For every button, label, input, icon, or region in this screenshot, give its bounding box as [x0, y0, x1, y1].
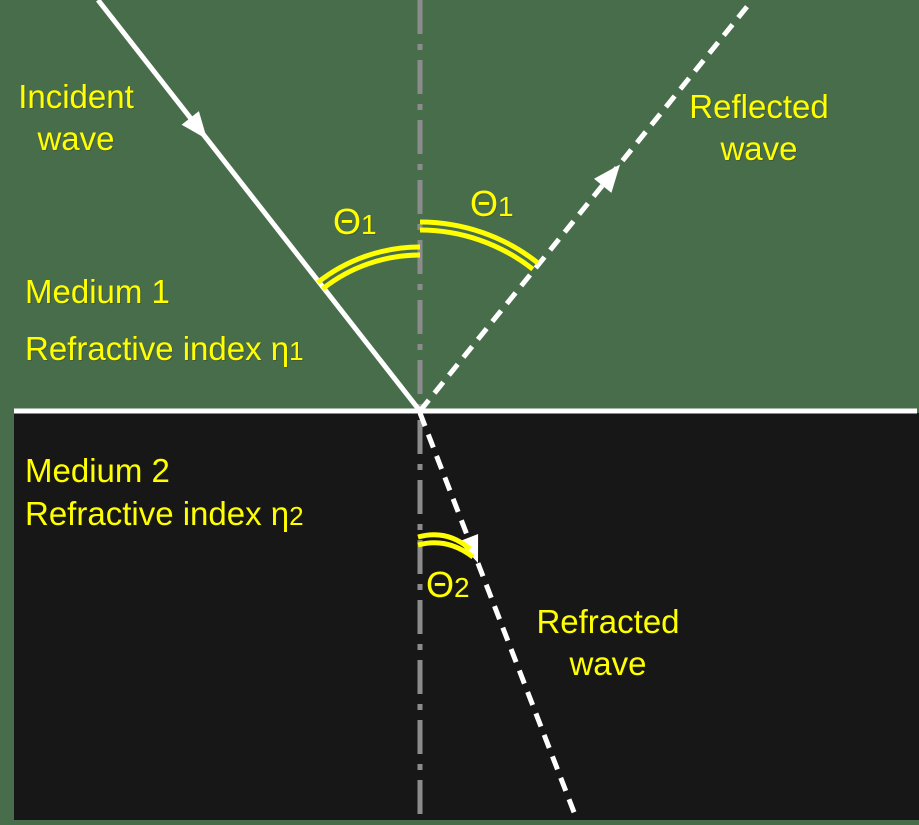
incident-ray-arrowhead [181, 111, 207, 140]
reflected-wave-label-line1: Reflected [689, 88, 829, 125]
refracted-wave-label-line1: Refracted [536, 603, 680, 640]
reflected-angle-arc-inner [419, 227, 535, 272]
medium2-label: Medium 2 [25, 452, 170, 489]
medium1-index-text: Refractive index η [25, 330, 290, 367]
refracted-wave-label-line2: wave [569, 644, 647, 682]
reflected-angle-arc [419, 219, 540, 272]
reflected-angle-label: Θ1 [470, 186, 514, 222]
medium1-label: Medium 1 [25, 273, 170, 310]
reflected-wave-label-line2: wave [720, 129, 798, 167]
refracted-angle-digit: 2 [454, 572, 470, 603]
reflected-angle-arc-outer [419, 219, 540, 265]
incident-angle-label: Θ1 [333, 204, 377, 240]
reflected-wave-label: Reflected wave [678, 86, 840, 170]
medium2-index-text: Refractive index η [25, 495, 290, 532]
incident-wave-label-line2: wave [37, 119, 115, 157]
refracted-angle-arc-outer [417, 532, 472, 551]
refracted-angle-symbol: Θ [426, 564, 455, 605]
refracted-angle-arc-inner [417, 540, 475, 560]
medium2-index-label: Refractive index η2 [25, 493, 304, 535]
refracted-ray [417, 412, 580, 821]
incident-ray [96, 0, 422, 413]
medium2-region [14, 413, 919, 820]
incident-angle-symbol: Θ [333, 201, 362, 242]
incident-angle-digit: 1 [361, 209, 377, 240]
incident-wave-label-line1: Incident [18, 78, 134, 115]
reflected-angle-digit: 1 [498, 191, 514, 222]
reflected-angle-symbol: Θ [470, 183, 499, 224]
medium1-index-label: Refractive index η1 [25, 328, 304, 370]
medium1-index-digit: 1 [289, 336, 304, 366]
reflected-ray-arrowhead [594, 164, 620, 193]
refracted-angle-label: Θ2 [426, 567, 470, 603]
medium2-index-digit: 2 [289, 501, 304, 531]
incident-angle-arc-outer [316, 244, 421, 285]
incident-angle-arc [316, 244, 421, 291]
refracted-wave-label: Refracted wave [527, 601, 689, 685]
incident-angle-arc-inner [321, 252, 421, 291]
refracted-angle-arc [417, 532, 475, 560]
incident-wave-label: Incident wave [2, 76, 150, 160]
reflected-ray [418, 1, 752, 413]
